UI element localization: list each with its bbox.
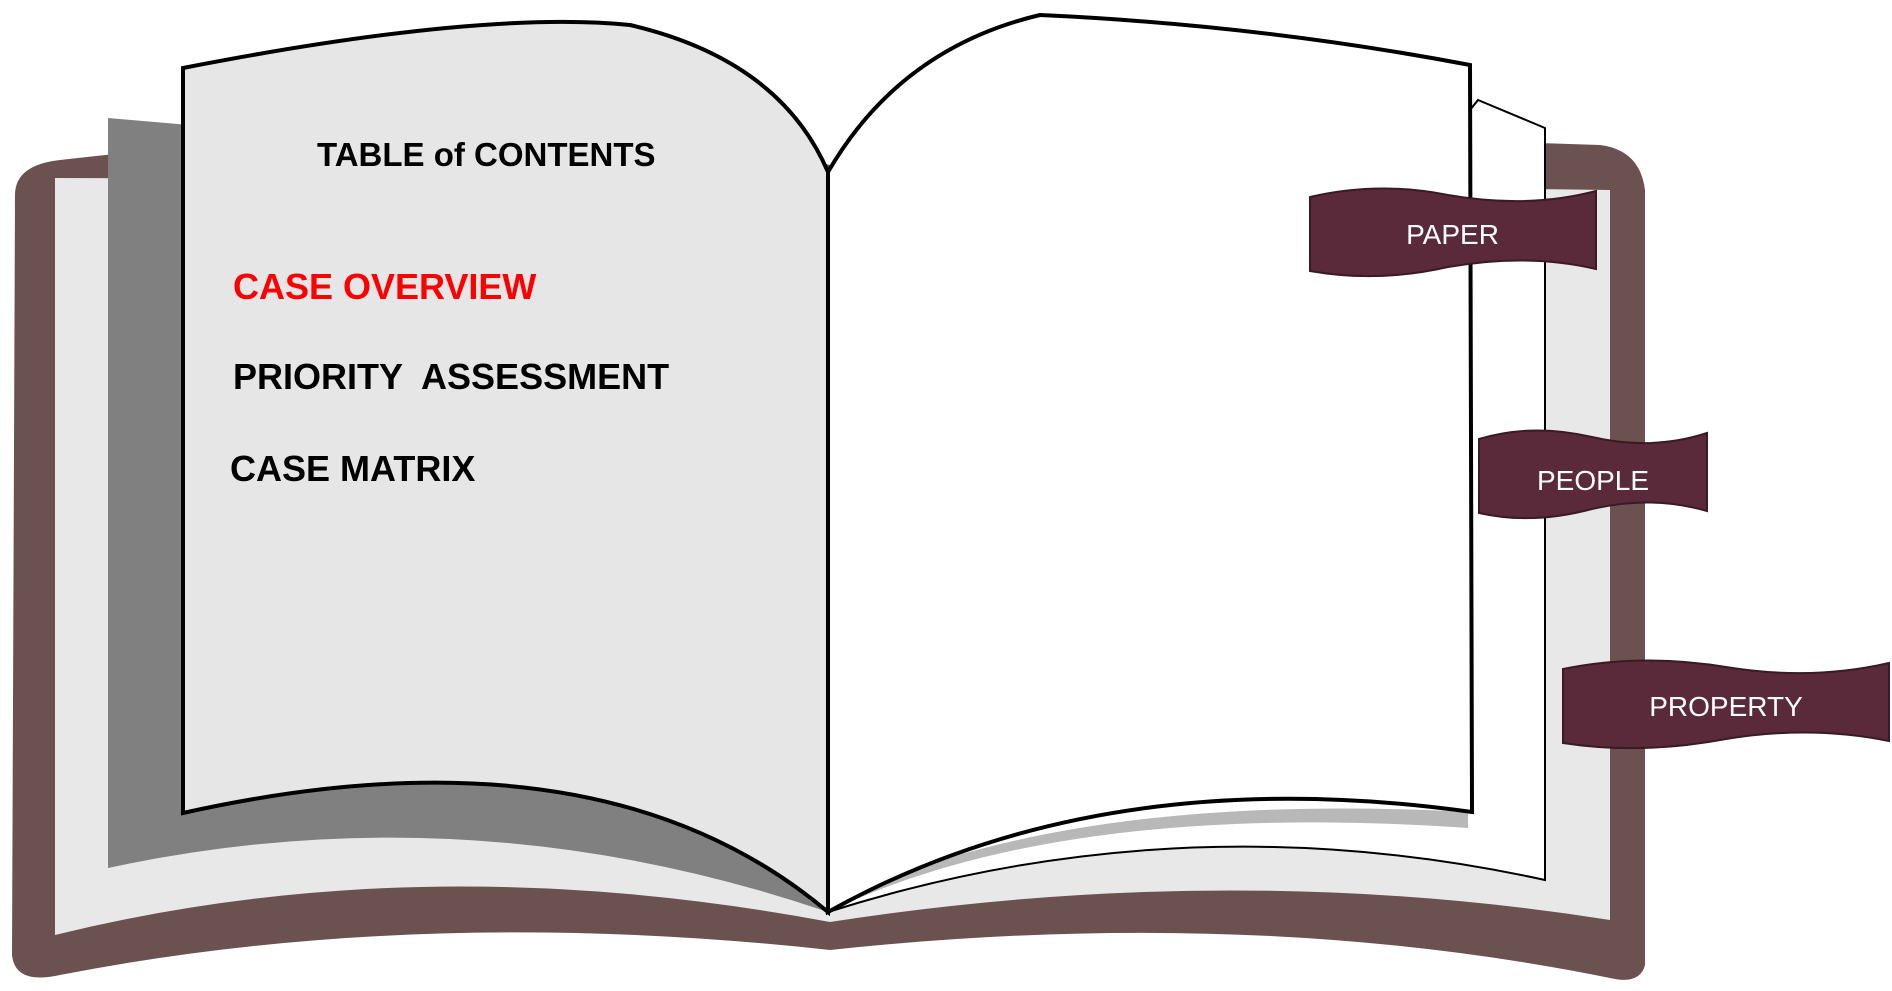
tab-paper-label: PAPER [1406, 219, 1499, 250]
tab-property-ribbon [1562, 659, 1890, 750]
right-page [826, 12, 1475, 916]
tab-paper[interactable]: PAPER [1308, 183, 1597, 283]
toc-item-case-overview[interactable]: CASE OVERVIEW [233, 266, 537, 307]
tab-property[interactable]: PROPERTY [1561, 655, 1891, 756]
tab-people-ribbon [1478, 429, 1708, 520]
tab-people[interactable]: PEOPLE [1477, 425, 1709, 525]
toc-item-case-matrix[interactable]: CASE MATRIX [230, 448, 476, 489]
left-page [181, 19, 830, 917]
toc-item-priority-assessment[interactable]: PRIORITY ASSESSMENT [233, 356, 670, 397]
tab-paper-ribbon [1309, 187, 1597, 278]
toc-heading: TABLE of CONTENTS [317, 136, 656, 173]
tab-property-label: PROPERTY [1649, 691, 1803, 722]
right-page-shadow [828, 808, 1468, 912]
tab-people-label: PEOPLE [1536, 465, 1650, 496]
